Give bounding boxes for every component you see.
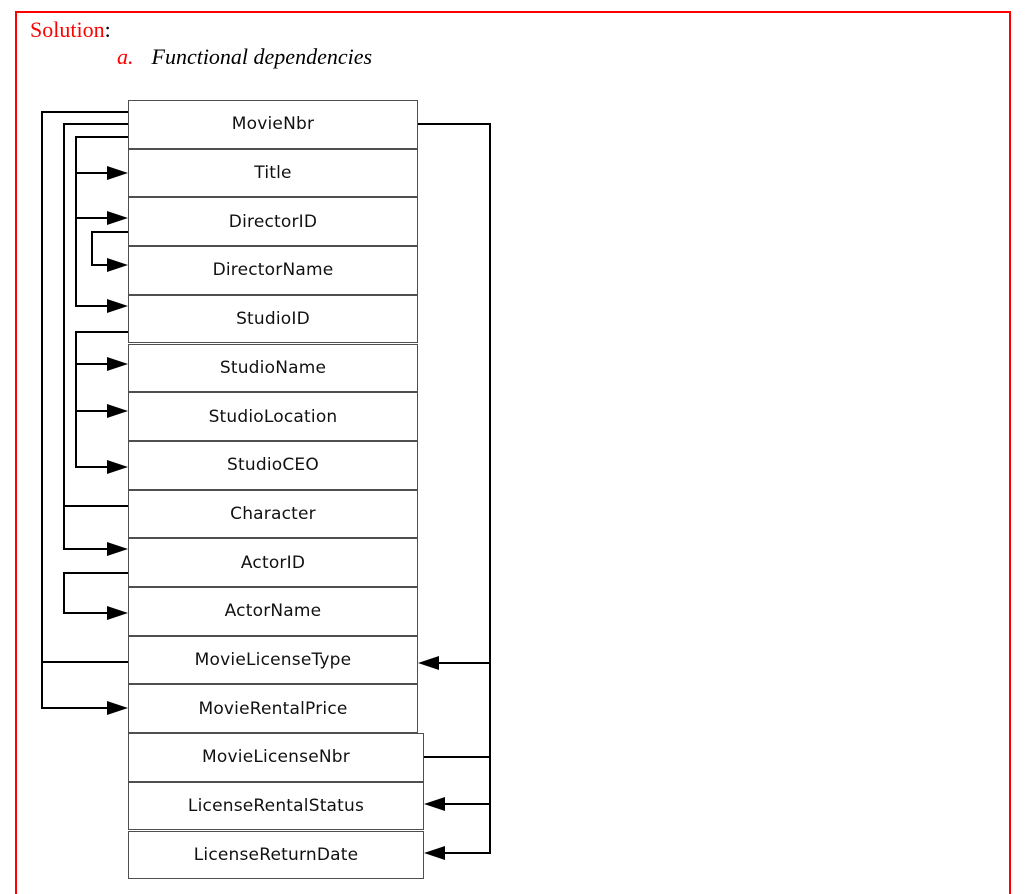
fd-arrowhead — [107, 357, 128, 371]
solution-colon: : — [104, 17, 111, 42]
attribute-box-movielicensetype: MovieLicenseType — [128, 635, 418, 685]
attribute-label: LicenseRentalStatus — [187, 796, 365, 817]
fd-line — [91, 231, 128, 266]
attribute-label: StudioCEO — [227, 455, 319, 476]
attribute-label: StudioName — [219, 357, 327, 378]
attribute-box-licenserentalstatus: LicenseRentalStatus — [128, 781, 424, 831]
solution-label: Solution — [30, 17, 105, 42]
attribute-label: MovieNbr — [231, 114, 315, 135]
attribute-box-licensereturndate: LicenseReturnDate — [128, 830, 424, 880]
attribute-box-studioid: StudioID — [128, 294, 418, 344]
fd-arrowhead — [107, 701, 128, 715]
fd-arrowhead — [107, 460, 128, 474]
fd-line — [63, 572, 128, 614]
attribute-label: ActorName — [224, 601, 322, 622]
item-letter: a. — [117, 44, 134, 69]
attribute-box-movielicensenbr: MovieLicenseNbr — [128, 733, 424, 782]
item-title: Functional dependencies — [151, 44, 373, 69]
fd-arrowhead — [107, 606, 128, 620]
attribute-label: DirectorName — [212, 260, 334, 281]
fd-arrowhead — [107, 211, 128, 225]
fd-arrowhead — [424, 797, 445, 811]
attribute-label: ActorID — [240, 552, 306, 573]
fd-arrowhead — [107, 258, 128, 272]
solution-border — [15, 11, 1011, 894]
attribute-box-movierentalprice: MovieRentalPrice — [128, 684, 418, 734]
attribute-box-movienbr: MovieNbr — [128, 100, 418, 149]
fd-arrowhead — [424, 846, 445, 860]
fd-line — [75, 136, 128, 307]
fd-arrowhead — [107, 166, 128, 180]
attribute-label: MovieLicenseNbr — [202, 747, 350, 768]
fd-arrowhead — [418, 656, 439, 670]
attribute-box-actorname: ActorName — [128, 587, 418, 636]
solution-heading: Solution: — [30, 17, 111, 43]
attribute-box-title: Title — [128, 148, 418, 198]
attribute-label: MovieLicenseType — [194, 650, 352, 671]
attribute-box-character: Character — [128, 489, 418, 539]
fd-arrowhead — [107, 299, 128, 313]
fd-line — [41, 111, 128, 709]
attribute-box-studioceo: StudioCEO — [128, 440, 418, 490]
fd-line — [418, 123, 491, 854]
fd-line — [75, 331, 128, 468]
attribute-box-studiolocation: StudioLocation — [128, 392, 418, 441]
attribute-box-studioname: StudioName — [128, 343, 418, 393]
attribute-label: LicenseReturnDate — [193, 844, 359, 865]
item-heading: a. Functional dependencies — [117, 44, 372, 70]
attribute-label: DirectorID — [228, 211, 318, 232]
attribute-label: StudioLocation — [208, 406, 338, 427]
attribute-label: StudioID — [236, 309, 310, 330]
attribute-label: Character — [230, 503, 316, 524]
attribute-label: MovieRentalPrice — [198, 698, 348, 719]
attribute-box-directorname: DirectorName — [128, 246, 418, 295]
fd-arrowhead — [107, 542, 128, 556]
attribute-label: Title — [254, 163, 292, 184]
attribute-box-actorid: ActorID — [128, 538, 418, 587]
attribute-box-directorid: DirectorID — [128, 197, 418, 247]
fd-line — [63, 123, 128, 550]
fd-arrowhead — [107, 404, 128, 418]
